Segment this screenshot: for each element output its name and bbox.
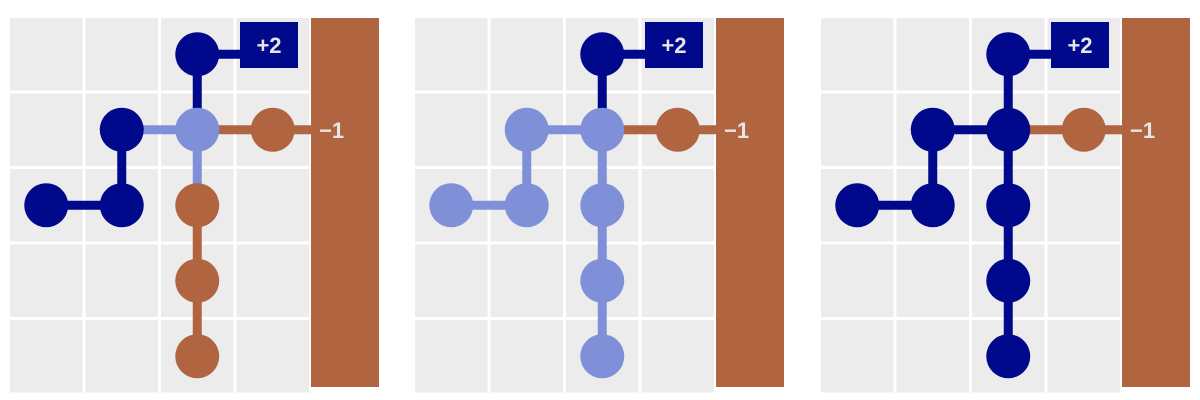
tree-node	[835, 183, 880, 228]
grid-cell	[896, 244, 969, 317]
tree-node	[175, 32, 220, 77]
grid-cell	[1047, 244, 1120, 317]
tree-node	[99, 107, 144, 152]
grid-cell	[821, 18, 894, 91]
grid-cell	[821, 244, 894, 317]
grid-cell	[236, 244, 309, 317]
reward-box	[1051, 22, 1109, 68]
tree-node	[504, 183, 549, 228]
grid-cell	[641, 320, 714, 393]
grid-cell	[490, 320, 563, 393]
grid-cell	[10, 18, 83, 91]
grid-cell	[415, 18, 488, 91]
grid-cell	[1047, 169, 1120, 242]
panel-3: +2 −1	[821, 18, 1190, 393]
tree-node	[986, 258, 1031, 303]
grid-cell	[415, 320, 488, 393]
tree-node	[986, 183, 1031, 228]
wall-block	[311, 18, 379, 387]
wall-block	[1122, 18, 1190, 387]
grid-cell	[896, 320, 969, 393]
tree-node	[580, 107, 625, 152]
grid-cell	[415, 93, 488, 166]
panel-2: +2 −1	[415, 18, 784, 393]
reward-label: +2	[256, 33, 281, 58]
grid-cell	[85, 244, 158, 317]
reward-label: +2	[661, 33, 686, 58]
wall-block	[716, 18, 784, 387]
tree-node	[504, 107, 549, 152]
penalty-label: −1	[319, 118, 344, 143]
reward-box	[645, 22, 703, 68]
tree-node	[429, 183, 474, 228]
tree-node	[175, 334, 220, 379]
grid-cell	[236, 320, 309, 393]
grid-cell	[85, 18, 158, 91]
grid-cell	[10, 244, 83, 317]
penalty-label: −1	[724, 118, 749, 143]
tree-node	[250, 107, 295, 152]
grid-cell	[10, 320, 83, 393]
tree-node	[580, 334, 625, 379]
grid-cell	[641, 244, 714, 317]
grid-cell	[415, 244, 488, 317]
grid-cell	[641, 169, 714, 242]
grid-cell	[821, 93, 894, 166]
reward-box	[240, 22, 298, 68]
grid-cell	[10, 93, 83, 166]
tree-node	[986, 107, 1031, 152]
tree-node	[99, 183, 144, 228]
tree-node	[175, 258, 220, 303]
tree-node	[1061, 107, 1106, 152]
grid-cell	[490, 244, 563, 317]
tree-node	[986, 334, 1031, 379]
tree-node	[655, 107, 700, 152]
tree-node	[910, 183, 955, 228]
tree-node	[175, 107, 220, 152]
panel-1: +2 −1	[10, 18, 379, 393]
tree-node	[580, 183, 625, 228]
grid-cell	[85, 320, 158, 393]
tree-node	[175, 183, 220, 228]
grid-cell	[896, 18, 969, 91]
penalty-label: −1	[1130, 118, 1155, 143]
grid-cell	[1047, 320, 1120, 393]
grid-cell	[821, 320, 894, 393]
tree-node	[580, 258, 625, 303]
tree-node	[24, 183, 69, 228]
reward-label: +2	[1067, 33, 1092, 58]
tree-node	[986, 32, 1031, 77]
tree-node	[910, 107, 955, 152]
grid-cell	[490, 18, 563, 91]
grid-cell	[236, 169, 309, 242]
tree-node	[580, 32, 625, 77]
